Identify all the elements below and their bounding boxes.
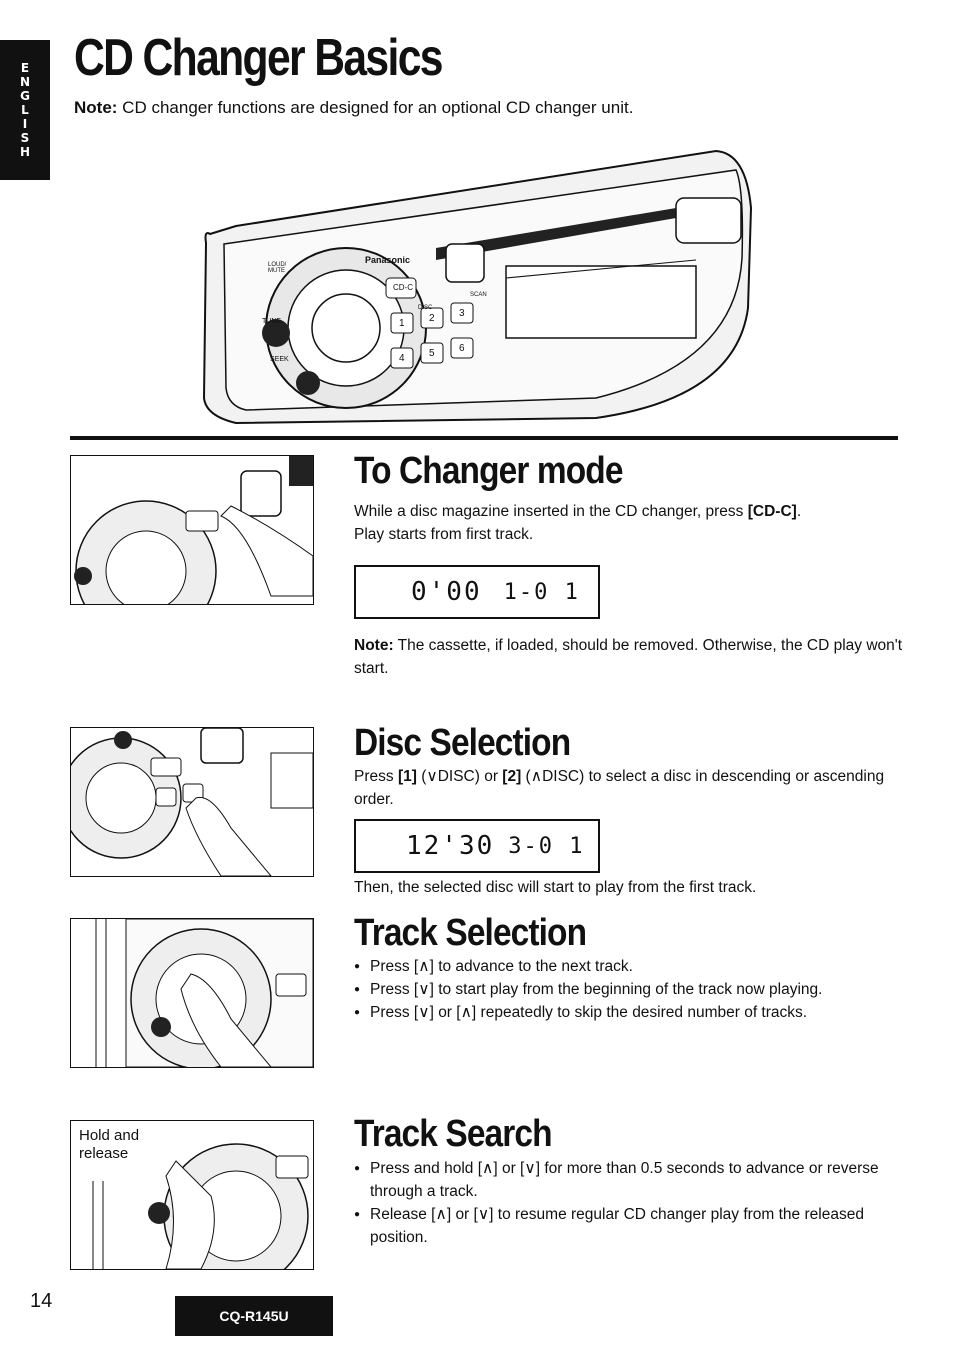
scan-label: SCAN	[470, 292, 487, 298]
preset-button-4: 4	[399, 353, 405, 364]
disc-selection-text-c: (∧DISC) to select a disc in descending o…	[354, 768, 885, 808]
changer-mode-line2: Play starts from first track.	[354, 526, 534, 543]
tune-label: TUNE	[262, 318, 282, 325]
language-tab-letter: H	[19, 145, 31, 159]
page-number: 14	[30, 1290, 53, 1312]
changer-mode-line1: While a disc magazine inserted in the CD…	[354, 503, 748, 520]
car-stereo-illustration	[202, 149, 753, 425]
changer-mode-heading: To Changer mode	[354, 450, 623, 492]
track-selection-illustration	[70, 918, 314, 1068]
track-search-list: Press and hold [∧] or [∨] for more than …	[354, 1157, 904, 1249]
list-item: Release [∧] or [∨] to resume regular CD …	[354, 1203, 904, 1249]
changer-mode-note: Note: The cassette, if loaded, should be…	[354, 634, 906, 680]
intro-note: Note: CD changer functions are designed …	[74, 98, 633, 118]
disc-selection-text-a: Press	[354, 768, 398, 785]
track-selection-list: Press [∧] to advance to the next track. …	[354, 955, 914, 1024]
seek-label: SEEK	[270, 356, 289, 363]
preset-button-6: 6	[459, 343, 465, 354]
key-2: [2]	[502, 768, 522, 785]
disc-selection-heading: Disc Selection	[354, 722, 571, 764]
changer-mode-note-label: Note:	[354, 637, 394, 654]
language-tab-letter: N	[19, 75, 31, 89]
section-divider	[70, 436, 898, 440]
language-tab-letter: G	[20, 89, 30, 103]
lcd-disc-track: 3-0 1	[508, 833, 585, 859]
changer-mode-lcd: 0'00 1-0 1	[354, 565, 600, 619]
disc-selection-text-b: (∨DISC) or	[416, 768, 503, 785]
disc-selection-after: Then, the selected disc will start to pl…	[354, 879, 757, 896]
language-tab-letter: E	[20, 61, 30, 75]
disc-selection-lcd: 12'30 3-0 1	[354, 819, 600, 873]
preset-button-1: 1	[399, 318, 405, 329]
lcd-time: 0'00	[411, 577, 482, 607]
brand-logo: Panasonic	[365, 255, 411, 265]
changer-mode-period: .	[796, 503, 802, 520]
language-tab-letter: S	[20, 131, 30, 145]
key-1: [1]	[397, 768, 417, 785]
changer-mode-text: While a disc magazine inserted in the CD…	[354, 500, 894, 546]
track-selection-heading: Track Selection	[354, 912, 587, 954]
cdc-button-label: CD-C	[393, 283, 413, 292]
page-title: CD Changer Basics	[74, 29, 443, 87]
intro-note-label: Note:	[74, 98, 118, 117]
loud-mute-label: LOUD/ MUTE	[268, 262, 287, 274]
disc-label: DISC	[418, 305, 433, 311]
disc-selection-text: Press [1] (∨DISC) or [2] (∧DISC) to sele…	[354, 765, 909, 811]
track-search-illustration: Hold and release	[70, 1120, 314, 1270]
changer-mode-illustration	[70, 455, 314, 605]
language-tab-letter: I	[22, 117, 28, 131]
preset-button-5: 5	[429, 348, 435, 359]
changer-mode-note-text: The cassette, if loaded, should be remov…	[354, 637, 903, 677]
intro-note-text: CD changer functions are designed for an…	[117, 98, 634, 117]
list-item: Press [∨] to start play from the beginni…	[354, 978, 914, 1001]
model-badge: CQ-R145U	[175, 1296, 333, 1336]
preset-button-2: 2	[429, 313, 435, 324]
lcd-disc-track: 1-0 1	[503, 579, 580, 605]
track-search-heading: Track Search	[354, 1113, 553, 1155]
lcd-time: 12'30	[406, 831, 495, 861]
language-tab-letter: L	[21, 103, 29, 117]
cdc-key: [CD-C]	[747, 503, 797, 520]
list-item: Press and hold [∧] or [∨] for more than …	[354, 1157, 904, 1203]
disc-selection-illustration	[70, 727, 314, 877]
hold-release-caption: Hold and release	[79, 1127, 140, 1162]
list-item: Press [∧] to advance to the next track.	[354, 955, 914, 978]
list-item: Press [∨] or [∧] repeatedly to skip the …	[354, 1001, 914, 1024]
preset-button-3: 3	[459, 308, 465, 319]
